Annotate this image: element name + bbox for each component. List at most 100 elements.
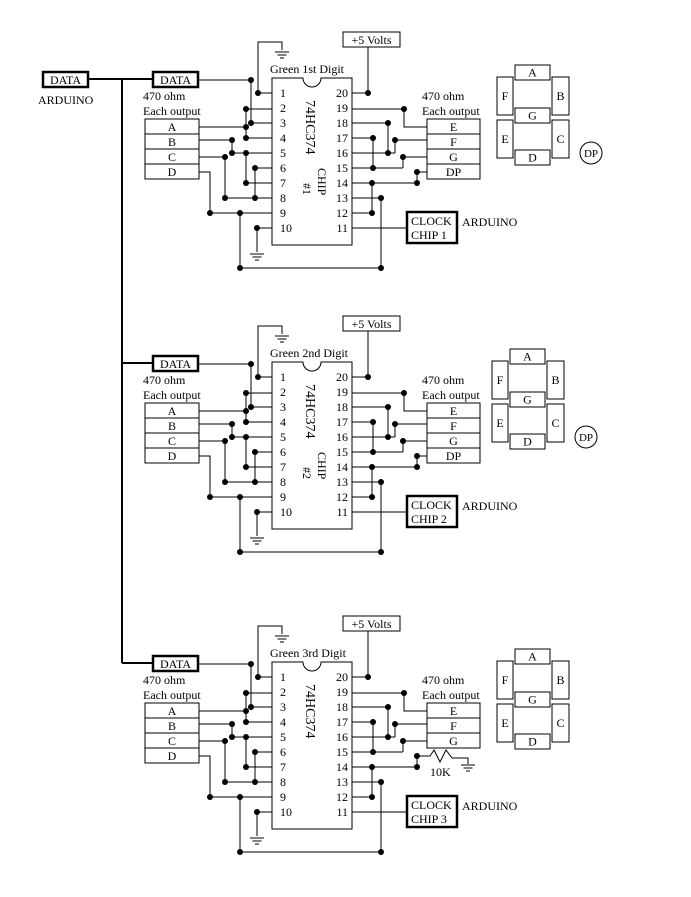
wire bbox=[257, 325, 283, 377]
junction-dot bbox=[370, 419, 376, 425]
pin-number: 14 bbox=[336, 460, 348, 474]
segment-label: F bbox=[502, 673, 509, 687]
pin-number: 9 bbox=[280, 206, 286, 220]
pin-number: 15 bbox=[336, 745, 348, 759]
segment-dp bbox=[574, 425, 598, 449]
wire bbox=[352, 631, 369, 678]
pin-number: 7 bbox=[280, 760, 286, 774]
pin-number: 12 bbox=[336, 206, 348, 220]
wire bbox=[199, 740, 272, 783]
segment-label: E bbox=[501, 716, 508, 730]
clock-chip-label: CHIP 1 bbox=[411, 228, 447, 242]
junction-dot bbox=[243, 390, 249, 396]
output-label: E bbox=[450, 120, 457, 134]
junction-dot bbox=[369, 210, 375, 216]
pin-number: 1 bbox=[280, 370, 286, 384]
segment-label: G bbox=[523, 393, 532, 407]
wire bbox=[402, 440, 427, 452]
output-label: DP bbox=[446, 449, 462, 463]
pin-number: 16 bbox=[336, 730, 348, 744]
pin-number: 3 bbox=[280, 400, 286, 414]
output-label: B bbox=[168, 135, 176, 149]
junction-dot bbox=[243, 690, 249, 696]
wire bbox=[352, 108, 427, 128]
clock-chip-label: CHIP 3 bbox=[411, 812, 447, 826]
segment-g bbox=[514, 691, 551, 708]
junction-dot bbox=[207, 494, 213, 500]
segment-label: E bbox=[496, 416, 503, 430]
wire bbox=[239, 482, 382, 553]
segment-a bbox=[514, 648, 551, 665]
segment-label: G bbox=[528, 693, 537, 707]
ground-icon bbox=[275, 51, 289, 59]
junction-dot bbox=[378, 195, 384, 201]
wire bbox=[352, 392, 427, 412]
segment-label: F bbox=[497, 373, 504, 387]
chip-part-label: 74HC374 bbox=[302, 100, 317, 154]
output-label: G bbox=[449, 150, 458, 164]
segment-e bbox=[496, 119, 514, 159]
output-label: G bbox=[449, 434, 458, 448]
junction-dot bbox=[252, 749, 258, 755]
segment-label: C bbox=[551, 416, 559, 430]
segment-c bbox=[546, 403, 565, 443]
wire bbox=[199, 723, 272, 738]
pin-number: 20 bbox=[336, 670, 348, 684]
segment-a bbox=[509, 348, 546, 365]
wire bbox=[198, 363, 272, 408]
ground-icon bbox=[275, 635, 289, 643]
clock-source-label: ARDUINO bbox=[462, 215, 518, 229]
chip-number: #1 bbox=[300, 183, 314, 195]
output-label: C bbox=[168, 434, 176, 448]
segment-e bbox=[491, 403, 509, 443]
resistor-note: Each output bbox=[422, 104, 480, 118]
ground-icon bbox=[461, 764, 475, 772]
clock-box bbox=[405, 794, 459, 829]
wire bbox=[199, 755, 272, 798]
segment-label: A bbox=[523, 350, 532, 364]
segment-label: B bbox=[556, 89, 564, 103]
output-label: G bbox=[449, 734, 458, 748]
pin-number: 12 bbox=[336, 490, 348, 504]
junction-dot bbox=[365, 374, 371, 380]
wire bbox=[199, 171, 272, 214]
output-label: F bbox=[450, 719, 457, 733]
clock-source-label: ARDUINO bbox=[462, 799, 518, 813]
junction-dot bbox=[365, 674, 371, 680]
pulldown-resistor-label: 10K bbox=[430, 765, 451, 779]
segment-a bbox=[514, 64, 551, 81]
output-label: F bbox=[450, 419, 457, 433]
chip-part-label: 74HC374 bbox=[302, 684, 317, 738]
resistor-note: Each output bbox=[422, 688, 480, 702]
segment-dp bbox=[579, 141, 603, 165]
pin-number: 7 bbox=[280, 176, 286, 190]
pin-number: 20 bbox=[336, 86, 348, 100]
junction-dot bbox=[243, 180, 249, 186]
segment-label: A bbox=[528, 66, 537, 80]
pin-number: 2 bbox=[280, 101, 286, 115]
segment-label: G bbox=[528, 109, 537, 123]
ground-icon bbox=[275, 335, 289, 343]
pin-number: 18 bbox=[336, 116, 348, 130]
pin-number: 5 bbox=[280, 730, 286, 744]
power-label: +5 Volts bbox=[351, 617, 391, 631]
segment-c bbox=[551, 119, 570, 159]
junction-dot bbox=[370, 135, 376, 141]
output-label: E bbox=[450, 704, 457, 718]
segment-b bbox=[546, 360, 565, 400]
output-label: A bbox=[168, 404, 177, 418]
junction-dot bbox=[252, 165, 258, 171]
pulldown-resistor-icon bbox=[417, 749, 469, 764]
wire bbox=[402, 156, 427, 168]
pin-number: 3 bbox=[280, 116, 286, 130]
wire bbox=[198, 79, 272, 124]
wire bbox=[352, 331, 369, 378]
pin-number: 11 bbox=[336, 505, 348, 519]
segment-dp-label: DP bbox=[579, 432, 593, 444]
pin-number: 10 bbox=[280, 805, 292, 819]
pin-number: 2 bbox=[280, 685, 286, 699]
